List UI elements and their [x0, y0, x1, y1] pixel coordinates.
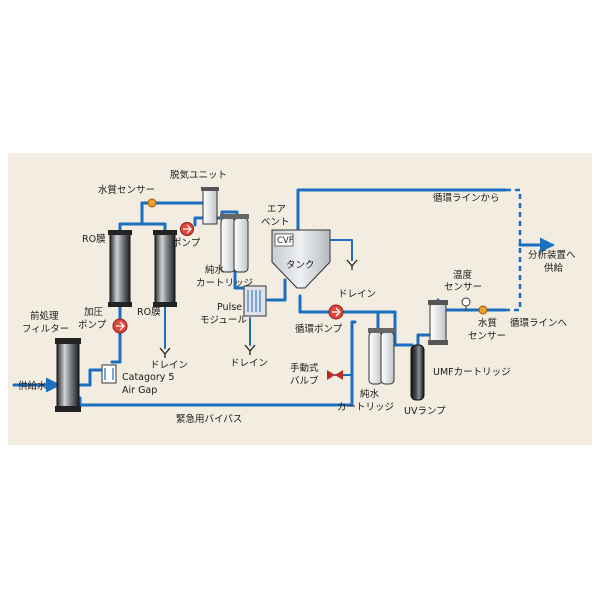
label-drain-pulse: ドレイン: [230, 358, 268, 369]
pulse-module: [243, 285, 267, 317]
prefilter: [55, 338, 81, 412]
pure-water-cartridge-bottom: [368, 328, 395, 385]
circulation-return-pipe: [296, 188, 507, 234]
tank: [271, 229, 331, 289]
drain-pulse-icon: [244, 344, 256, 355]
label-to-analyzer-1: 分析装置へ: [528, 249, 576, 261]
label-manual-valve-2: バルブ: [290, 375, 319, 387]
label-pure-water-cartridge-bottom-1: 純水: [360, 388, 380, 400]
emergency-bypass-pipe: [78, 320, 357, 407]
circulation-pump-icon: [328, 304, 344, 320]
label-pressure-pump-1: 加圧: [84, 307, 104, 318]
temperature-sensor-icon: [461, 297, 471, 310]
label-air-vent-1: エア: [267, 204, 286, 215]
label-cvf: CVF: [277, 236, 294, 246]
label-drain-ro: ドレイン: [150, 360, 188, 371]
manual-valve-icon: [327, 370, 343, 380]
label-pressure-pump-2: ポンプ: [78, 320, 107, 331]
drain-symbols: [159, 259, 358, 358]
air-gap: [101, 364, 117, 384]
label-umf-cartridge: UMFカートリッジ: [433, 367, 511, 378]
label-temp-sensor-2: センサー: [444, 282, 482, 293]
umf-cartridge: [428, 300, 448, 345]
label-manual-valve-1: 手動式: [290, 362, 319, 374]
ro-membrane-left-cylinder: [108, 230, 132, 307]
label-emergency-bypass: 緊急用バイパス: [176, 413, 242, 425]
tank-side-pipe: [329, 239, 353, 261]
label-pulse-module-2: モジュール: [200, 315, 247, 326]
pressure-pump-icon: [112, 318, 128, 334]
label-temp-sensor-1: 温度: [453, 269, 473, 281]
label-ro-membrane-right: RO膜: [137, 307, 161, 318]
degas-unit: [201, 187, 219, 225]
pump-icon: [180, 222, 194, 236]
label-air-gap-2: Air Gap: [122, 385, 157, 396]
label-pure-water-cartridge-top-1: 純水: [205, 264, 225, 276]
label-circulation-to: 循環ラインへ: [510, 317, 568, 329]
drain-ro-icon: [159, 347, 171, 358]
label-tank: タンク: [286, 260, 315, 271]
label-pulse-module-1: Pulse: [217, 302, 242, 313]
label-water-quality-sensor-top: 水質センサー: [98, 184, 155, 196]
label-feed-water: 供給水: [18, 380, 47, 392]
pure-water-cartridge-top: [220, 214, 249, 273]
label-air-vent-2: ベント: [261, 217, 290, 228]
label-drain-tank: ドレイン: [338, 289, 376, 300]
label-circulation-pump: 循環ポンプ: [295, 323, 343, 335]
label-degas-unit: 脱気ユニット: [170, 169, 227, 181]
piping: [12, 188, 555, 407]
ro-to-sensor-pipe: [140, 201, 212, 226]
label-pure-water-cartridge-bottom-2: カートリッジ: [337, 402, 394, 413]
label-air-gap-1: Catagory 5: [122, 372, 174, 383]
drain-tank-icon: [346, 259, 358, 270]
analyzer-loop: [505, 188, 522, 312]
labels: 供給水 前処理 フィルター 加圧 ポンプ RO膜 RO膜 水質センサー 脱気ユニ…: [18, 169, 576, 425]
pulse-to-tank-pipe: [266, 278, 287, 302]
airgap-to-pump-pipe: [110, 331, 122, 364]
label-pure-water-cartridge-top-2: カートリッジ: [196, 278, 253, 289]
prefilter-outlet-pipe: [78, 368, 105, 387]
uv-lamp: [410, 344, 425, 401]
label-circulation-from: 循環ラインから: [433, 192, 500, 204]
label-quality-sensor-right-1: 水質: [478, 317, 497, 329]
label-quality-sensor-right-2: センサー: [468, 331, 506, 342]
tank-to-pump-pipe: [298, 294, 332, 314]
label-ro-membrane-left: RO膜: [82, 234, 106, 245]
label-prefilter-2: フィルター: [22, 324, 69, 335]
label-pump: ポンプ: [172, 238, 201, 249]
water-quality-sensor-top-icon: [147, 198, 157, 208]
ro-membrane-right-cylinder: [153, 230, 177, 307]
label-prefilter-1: 前処理: [30, 310, 59, 322]
label-to-analyzer-2: 供給: [544, 262, 564, 274]
label-uv-lamp: UVランプ: [404, 406, 446, 417]
cartridge-to-pulse-pipe: [233, 270, 247, 290]
water-quality-sensor-right-icon: [478, 305, 488, 315]
